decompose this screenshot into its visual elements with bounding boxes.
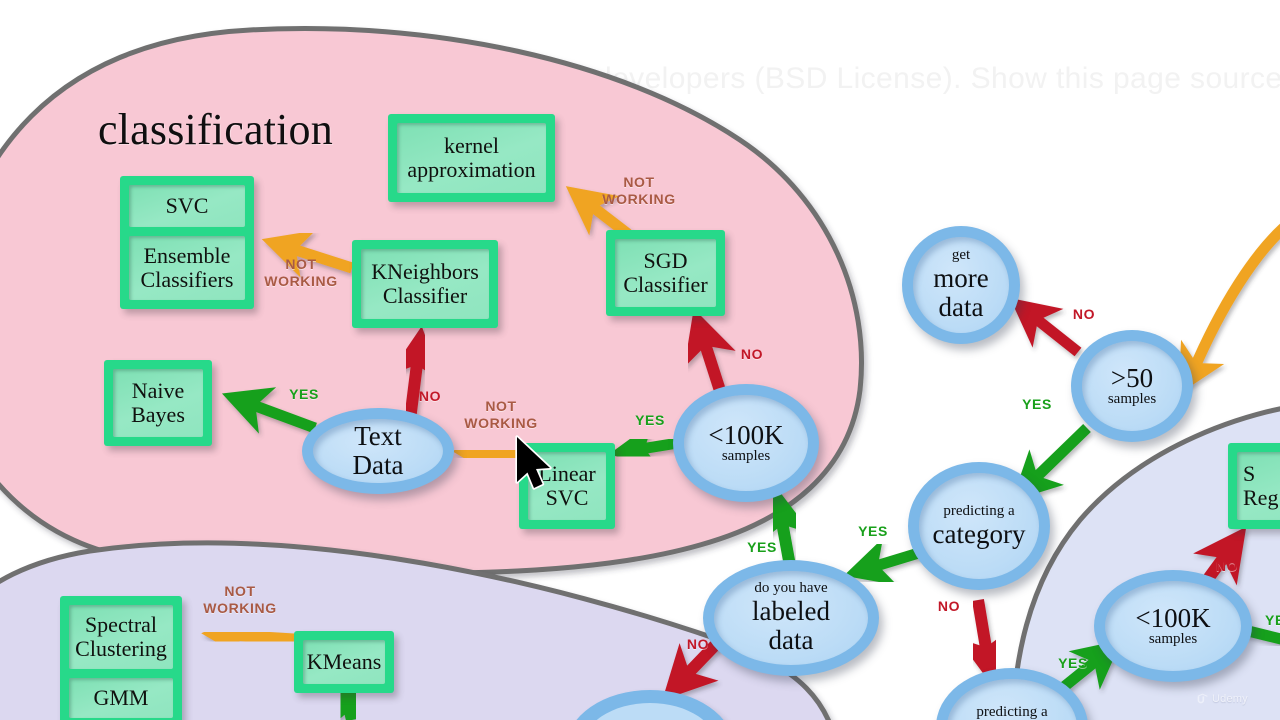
decision-node-predicting-category[interactable]: predicting a category — [908, 462, 1050, 590]
decision-node-clustering-clipped — [576, 690, 724, 720]
edge-category-to-quantity — [956, 599, 1011, 686]
edge-label-gt50-to-category: YES — [1022, 396, 1052, 412]
decision-node-lt100k-right[interactable]: <100K samples — [1094, 570, 1252, 682]
estimator-box-kernel-approximation[interactable]: kernel approximation — [388, 114, 555, 202]
edge-label-lt100k-right-to-svr: NO — [1215, 558, 1239, 574]
edge-label-quantity-to-lt100k-right: YES — [1058, 655, 1088, 671]
edge-textdata-to-naivebayes — [221, 387, 317, 434]
estimator-label-svr-regression: S Reg — [1237, 452, 1280, 520]
estimator-label-spectral-clustering: Spectral Clustering — [69, 605, 173, 669]
edge-labeleddata-to-lt100k — [758, 486, 812, 568]
decision-node-get-more-data[interactable]: get more data — [902, 226, 1020, 344]
estimator-box-kneighbors-classifier[interactable]: KNeighbors Classifier — [352, 240, 498, 328]
edge-label-knn-to-ensemble: NOT WORKING — [264, 256, 338, 289]
edge-label-gt50-to-moredata: NO — [1072, 306, 1096, 322]
edge-label-linearsvc-to-textdata: NOT WORKING — [464, 398, 538, 431]
edge-label-textdata-to-naivebayes: YES — [289, 386, 319, 402]
estimator-box-linear-svc[interactable]: Linear SVC — [519, 443, 615, 529]
edge-label-labeleddata-to-clustering: NO — [686, 636, 710, 652]
decision-label-text-data: Text Data — [352, 421, 404, 480]
edge-textdata-to-knn — [388, 326, 442, 421]
region-clustering — [0, 540, 831, 720]
estimator-label-linear-svc: Linear SVC — [528, 452, 606, 520]
udemy-logo-icon — [1197, 693, 1208, 704]
estimator-box-spectral-clustering-gmm[interactable]: Spectral Clustering GMM — [60, 596, 182, 720]
edge-quantity-to-lt100k-right — [1056, 639, 1122, 695]
estimator-label-kmeans: KMeans — [303, 640, 385, 684]
decision-sublabel-lt100k-right: samples — [1148, 631, 1198, 648]
edge-lt100k-right-to-svr — [1193, 526, 1247, 587]
decision-node-gt50-samples[interactable]: >50 samples — [1071, 330, 1193, 442]
estimator-box-sgd-classifier[interactable]: SGD Classifier — [606, 230, 725, 316]
edge-lt100k-to-linearsvc — [609, 421, 679, 471]
page-source-background-text: developers (BSD License). Show this page… — [595, 62, 1280, 95]
udemy-watermark-text: Udemy — [1212, 692, 1248, 705]
decision-label-predicting-category: category — [932, 518, 1026, 549]
edge-gt50-to-category — [1011, 424, 1091, 501]
edge-label-lt100k-to-sgd: NO — [740, 346, 764, 362]
edge-sgd-to-kernel-approximation — [565, 186, 632, 239]
edge-kmeans-to-spectral — [201, 611, 295, 661]
decision-toplabel-labeled-data: do you have — [754, 580, 828, 597]
edge-incoming-orange-start — [1178, 223, 1280, 395]
decision-toplabel-predicting-quantity: predicting a — [976, 703, 1048, 720]
edge-label-category-to-labeleddata: YES — [858, 523, 888, 539]
edge-category-to-labeleddata — [843, 537, 924, 586]
decision-toplabel-get-more-data: get — [951, 247, 971, 264]
edge-label-lt100k-to-linearsvc: YES — [635, 412, 665, 428]
edge-label-category-to-quantity: NO — [937, 598, 961, 614]
edge-label-sgd-to-kernel-approximation: NOT WORKING — [602, 174, 676, 207]
decision-sublabel-lt100k-left: samples — [721, 448, 771, 465]
decision-label-get-more-data: more data — [933, 263, 989, 322]
estimator-label-kernel-approximation: kernel approximation — [397, 123, 546, 193]
decision-node-labeled-data[interactable]: do you have labeled data — [703, 560, 879, 676]
decision-label-lt100k-left: <100K — [708, 419, 784, 450]
udemy-watermark: Udemy — [1196, 692, 1248, 705]
edge-linearsvc-to-textdata — [452, 429, 527, 480]
decision-sublabel-gt50-samples: samples — [1107, 391, 1157, 408]
decision-toplabel-predicting-category: predicting a — [943, 502, 1015, 519]
estimator-label-svc: SVC — [129, 185, 245, 227]
decision-label-labeled-data: labeled data — [752, 596, 830, 655]
decision-label-lt100k-right: <100K — [1135, 602, 1211, 633]
estimator-label-kneighbors-classifier: KNeighbors Classifier — [361, 249, 489, 319]
estimator-label-naive-bayes: Naive Bayes — [113, 369, 203, 437]
region-title-classification: classification — [98, 105, 333, 154]
decision-node-lt100k-left[interactable]: <100K samples — [673, 384, 819, 502]
edge-knn-to-ensemble — [261, 230, 354, 278]
decision-label-gt50-samples: >50 — [1110, 362, 1154, 393]
estimator-box-svc-ensemble[interactable]: SVC Ensemble Classifiers — [120, 176, 254, 309]
estimator-label-sgd-classifier: SGD Classifier — [615, 239, 716, 307]
estimator-box-naive-bayes[interactable]: Naive Bayes — [104, 360, 212, 446]
edge-label-labeleddata-to-lt100k: YES — [747, 539, 777, 555]
estimator-box-kmeans[interactable]: KMeans — [294, 631, 394, 693]
estimator-label-gmm: GMM — [69, 678, 173, 718]
edge-label-lt100k-right-yes: YE — [1265, 612, 1280, 628]
decision-node-text-data[interactable]: Text Data — [302, 408, 454, 494]
edge-gt50-to-moredata — [1009, 298, 1082, 357]
estimator-label-ensemble-classifiers: Ensemble Classifiers — [129, 236, 245, 300]
edge-label-kmeans-to-spectral: NOT WORKING — [203, 583, 277, 616]
edge-label-textdata-to-knn: NO — [418, 388, 442, 404]
estimator-box-svr-regression[interactable]: S Reg — [1228, 443, 1280, 529]
